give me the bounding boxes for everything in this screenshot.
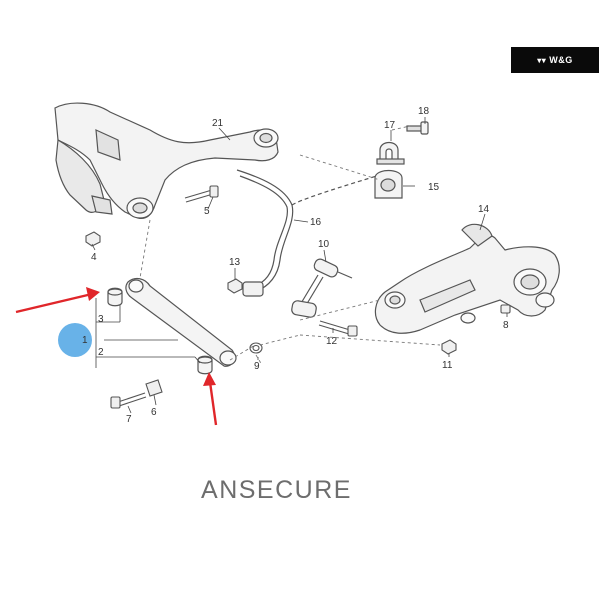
callout-8: 8 xyxy=(503,320,509,331)
coupling-rod-part xyxy=(291,258,353,318)
callout-6: 6 xyxy=(151,407,157,418)
callout-1: 1 xyxy=(82,335,88,346)
bushing-part xyxy=(107,287,213,375)
callout-14: 14 xyxy=(478,204,490,215)
fastener-parts xyxy=(85,185,511,409)
callout-5: 5 xyxy=(204,206,210,217)
highlight-marker xyxy=(58,323,92,357)
connector-lines xyxy=(139,125,441,366)
callout-12: 12 xyxy=(326,336,338,347)
wing-logo-icon: ▾▾ xyxy=(537,55,547,65)
callout-labels: 21 18 17 15 14 5 16 4 10 13 3 1 2 9 12 8… xyxy=(82,106,509,425)
brand-name: ANSECURE xyxy=(201,476,352,504)
callout-leaders xyxy=(91,117,508,414)
callout-9: 9 xyxy=(254,361,260,372)
wheel-bearing-housing-part xyxy=(374,223,560,334)
callout-15: 15 xyxy=(428,182,440,193)
transverse-link-part xyxy=(125,277,237,367)
callout-13: 13 xyxy=(229,257,241,268)
stabilizer-clamp-part xyxy=(374,121,429,199)
brand-badge: ▾▾ W&G xyxy=(511,47,599,73)
callout-18: 18 xyxy=(418,106,430,117)
badge-text: W&G xyxy=(549,55,573,65)
stabilizer-bar-part xyxy=(236,169,381,297)
red-arrow-left xyxy=(15,287,100,314)
callout-3: 3 xyxy=(98,314,104,325)
red-arrow-bottom xyxy=(203,372,218,426)
callout-17: 17 xyxy=(384,120,396,131)
callout-11: 11 xyxy=(442,360,453,371)
callout-2: 2 xyxy=(98,347,104,358)
callout-16: 16 xyxy=(310,217,322,228)
callout-21: 21 xyxy=(212,118,224,129)
subframe-part xyxy=(54,102,279,220)
callout-7: 7 xyxy=(126,414,132,425)
callout-4: 4 xyxy=(91,252,97,263)
callout-10: 10 xyxy=(318,239,330,250)
